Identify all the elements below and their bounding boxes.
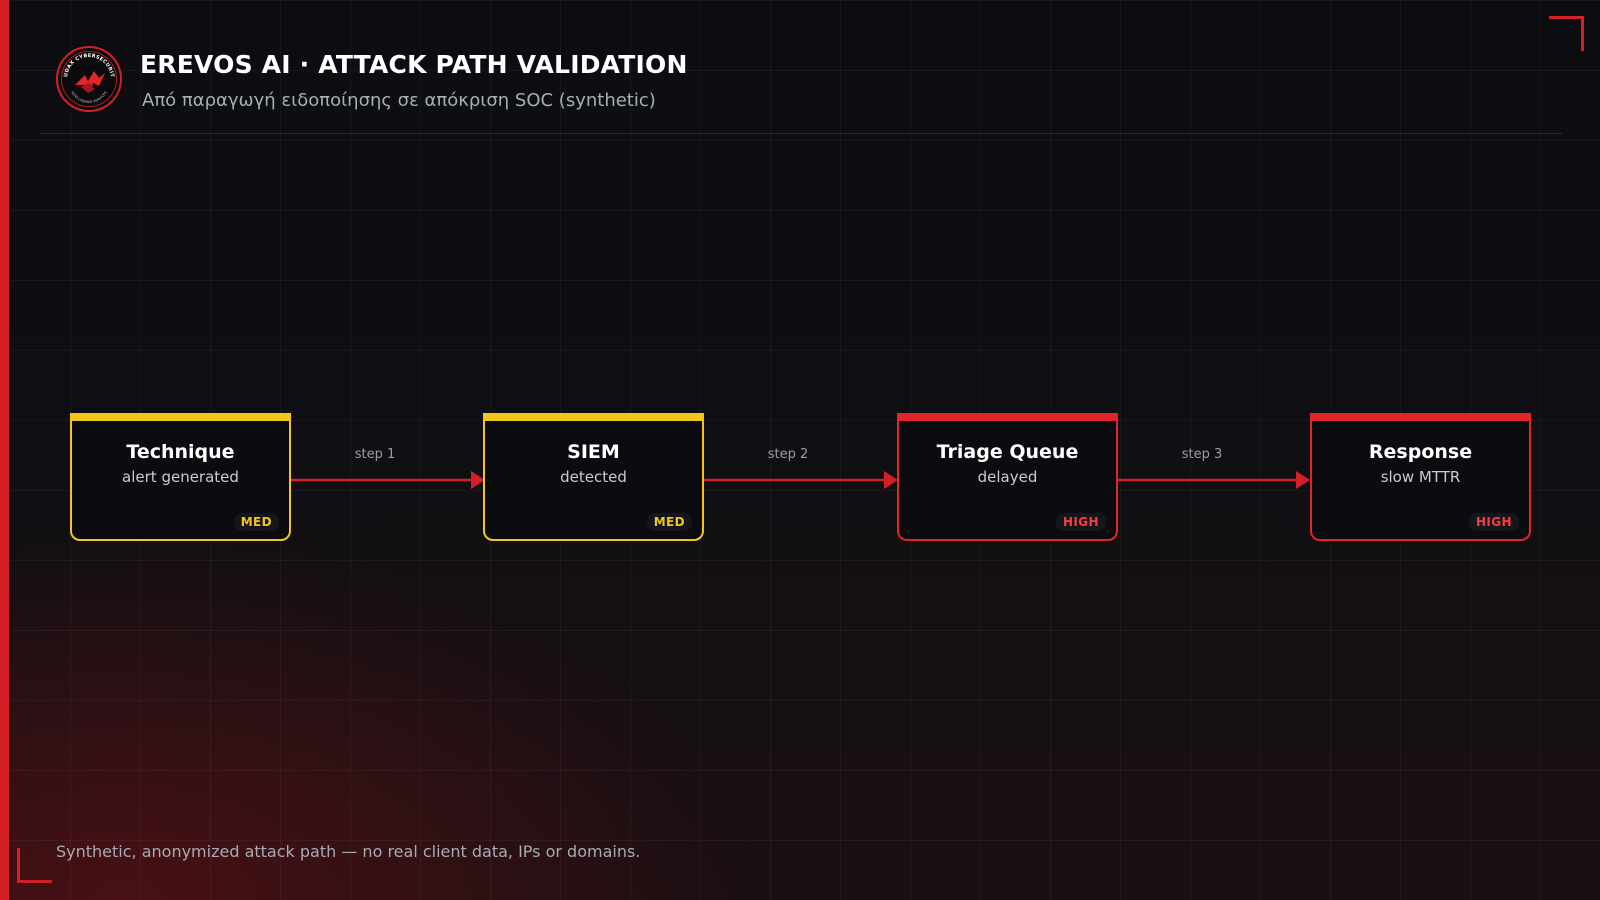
edge-1	[291, 471, 485, 489]
eagle-mark	[75, 71, 105, 93]
node-title: Response	[1368, 441, 1473, 463]
flow-node-triage-queue[interactable]: Triage Queue delayed HIGH	[897, 413, 1118, 541]
footer-note: Synthetic, anonymized attack path — no r…	[56, 842, 641, 861]
page-subtitle: Από παραγωγή ειδοποίησης σε απόκριση SOC…	[142, 90, 656, 111]
node-severity-bar	[1310, 413, 1531, 420]
severity-badge: MED	[233, 513, 279, 531]
edge-3-label: step 3	[1181, 447, 1223, 462]
page-title: EREVOS AI · ATTACK PATH VALIDATION	[140, 50, 688, 79]
header-divider	[40, 133, 1562, 134]
edge-1-label: step 1	[354, 447, 396, 462]
left-accent-bar	[0, 0, 9, 900]
node-subtitle: alert generated	[122, 468, 239, 486]
corner-bracket-bottom-left	[17, 848, 52, 883]
audax-eagle-seal-icon: AUDAX CYBERSECURITY INTELLIGENCE SERVICE…	[55, 45, 122, 112]
node-severity-bar	[483, 413, 704, 420]
corner-bracket-top-right	[1549, 16, 1584, 51]
node-title: SIEM	[567, 441, 620, 463]
node-subtitle: delayed	[977, 468, 1038, 486]
edge-2-label: step 2	[767, 447, 809, 462]
edge-3-arrowhead	[1296, 471, 1310, 489]
node-severity-bar	[897, 413, 1118, 420]
severity-badge: MED	[646, 513, 692, 531]
edge-1-arrowhead	[471, 471, 485, 489]
edge-2-arrowhead	[884, 471, 898, 489]
node-subtitle: detected	[560, 468, 627, 486]
severity-badge: HIGH	[1055, 513, 1106, 531]
edge-3	[1118, 471, 1310, 489]
node-subtitle: slow MTTR	[1380, 468, 1461, 486]
flow-node-response[interactable]: Response slow MTTR HIGH	[1310, 413, 1531, 541]
flow-node-technique[interactable]: Technique alert generated MED	[70, 413, 291, 541]
edge-2	[704, 471, 898, 489]
node-title: Technique	[126, 441, 235, 463]
node-severity-bar	[70, 413, 291, 420]
flow-node-siem[interactable]: SIEM detected MED	[483, 413, 704, 541]
severity-badge: HIGH	[1468, 513, 1519, 531]
node-title: Triage Queue	[936, 441, 1079, 463]
